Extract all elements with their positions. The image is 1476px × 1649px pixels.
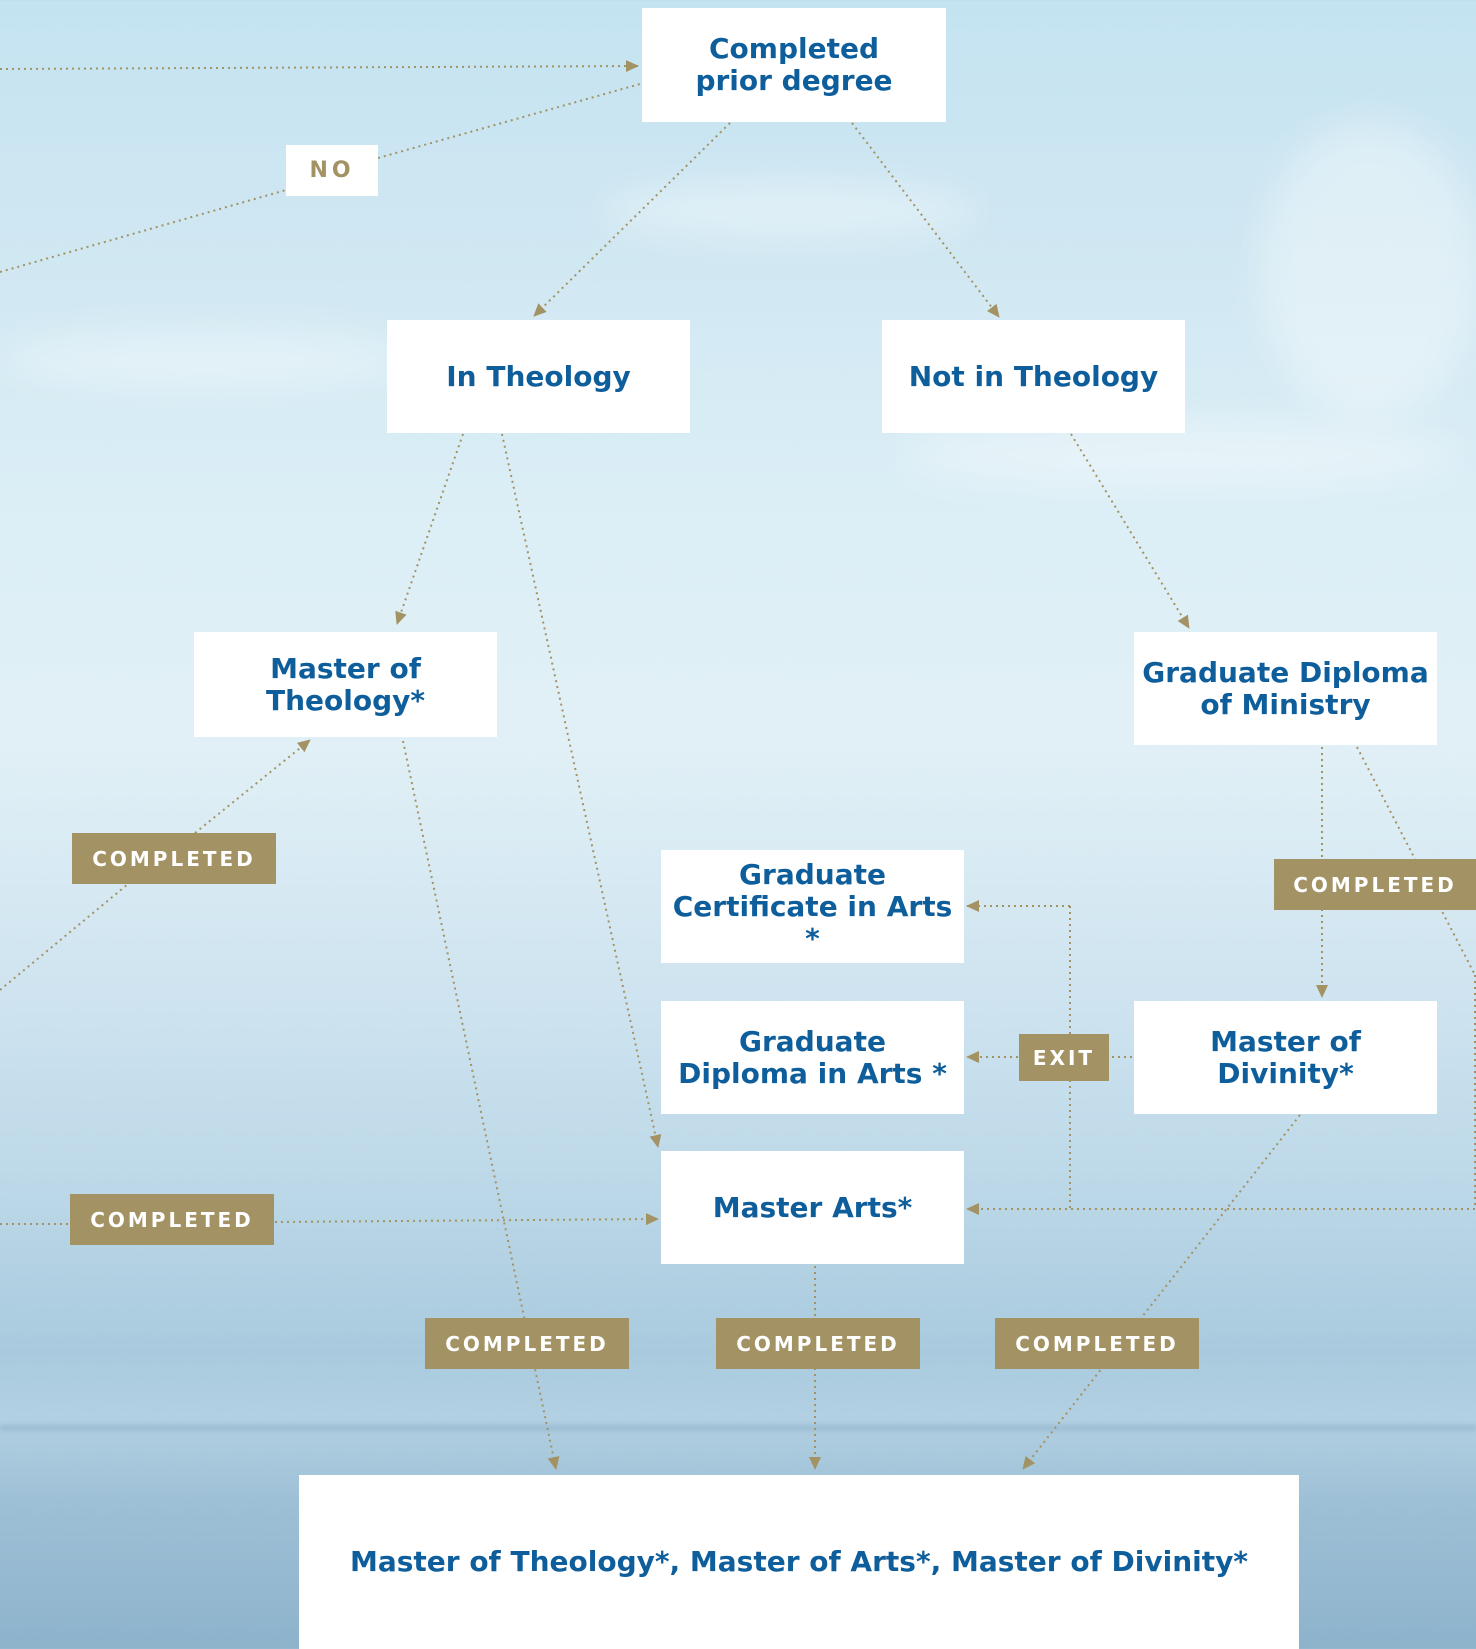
connector xyxy=(1356,746,1476,976)
tag-label: COMPLETED xyxy=(736,1331,900,1356)
node-graduate-certificate-arts: Graduate Certificate in Arts * xyxy=(661,850,964,963)
tag-completed: COMPLETED xyxy=(70,1194,274,1245)
connector xyxy=(0,189,287,273)
node-label: Completed prior degree xyxy=(695,32,893,97)
node-label: Not in Theology xyxy=(908,359,1159,393)
tag-label: NO xyxy=(309,158,355,183)
horizon xyxy=(0,1425,1476,1431)
node-in-theology: In Theology xyxy=(387,320,690,433)
tag-completed: COMPLETED xyxy=(425,1318,629,1369)
connector xyxy=(395,433,464,625)
node-final-outcomes: Master of Theology*, Master of Arts*, Ma… xyxy=(299,1475,1299,1649)
node-label: Graduate Certificate in Arts * xyxy=(672,857,953,955)
tag-label: COMPLETED xyxy=(1293,872,1457,897)
connector xyxy=(1022,1114,1301,1470)
connector xyxy=(0,60,639,73)
tag-label: COMPLETED xyxy=(445,1331,609,1356)
cloud xyxy=(600,180,980,240)
node-master-of-divinity: Master of Divinity* xyxy=(1134,1001,1437,1114)
tag-completed: COMPLETED xyxy=(995,1318,1199,1369)
tag-label: COMPLETED xyxy=(90,1207,254,1232)
node-not-in-theology: Not in Theology xyxy=(882,320,1185,433)
tag-label: COMPLETED xyxy=(1015,1331,1179,1356)
connector xyxy=(377,83,641,159)
node-label: Master Arts* xyxy=(712,1190,913,1224)
connector xyxy=(0,883,129,991)
tag-label: EXIT xyxy=(1032,1045,1096,1070)
node-label: Master of Theology*, Master of Arts*, Ma… xyxy=(349,1545,1249,1578)
tag-label: COMPLETED xyxy=(92,846,256,871)
tag-completed: COMPLETED xyxy=(716,1318,920,1369)
node-label: Master of Divinity* xyxy=(1210,1024,1361,1090)
connector xyxy=(851,122,1000,318)
cloud xyxy=(1260,120,1476,420)
connector xyxy=(533,122,731,317)
connector xyxy=(501,433,662,1148)
node-label: Graduate Diploma in Arts * xyxy=(678,1024,947,1090)
tag-no: NO xyxy=(286,145,378,196)
tag-exit: EXIT xyxy=(1019,1034,1109,1081)
node-completed-prior-degree: Completed prior degree xyxy=(642,8,946,122)
tag-completed: COMPLETED xyxy=(1274,859,1476,910)
node-graduate-diploma-arts: Graduate Diploma in Arts * xyxy=(661,1001,964,1114)
node-master-arts: Master Arts* xyxy=(661,1151,964,1264)
cloud xyxy=(0,330,420,390)
connector xyxy=(274,1213,659,1226)
node-label: In Theology xyxy=(446,359,631,393)
node-graduate-diploma-ministry: Graduate Diploma of Ministry xyxy=(1134,632,1437,745)
connector xyxy=(1070,433,1190,629)
node-master-of-theology: Master of Theology* xyxy=(194,632,497,737)
node-label: Master of Theology* xyxy=(265,651,426,717)
connector xyxy=(194,739,311,834)
tag-completed: COMPLETED xyxy=(72,833,276,884)
node-label: Graduate Diploma of Ministry xyxy=(1142,655,1429,721)
